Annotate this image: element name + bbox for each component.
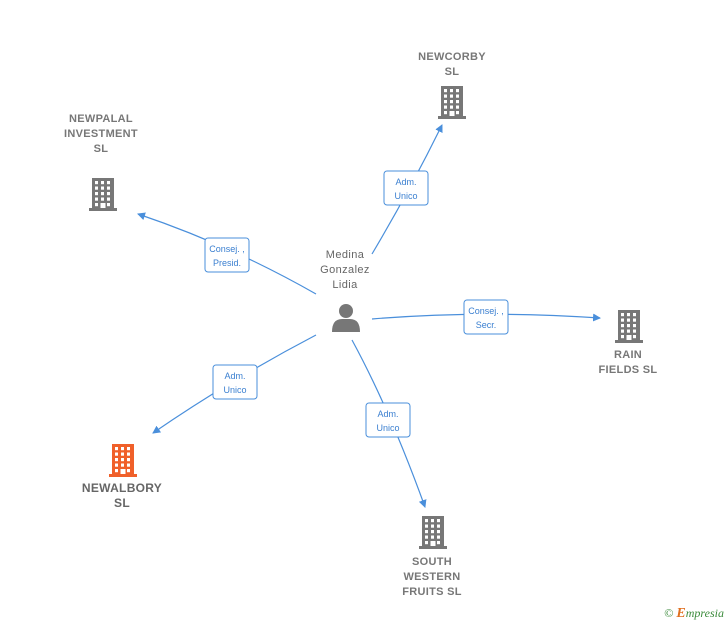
role-badge-newpalal[interactable]: Consej. , Presid.: [204, 237, 250, 273]
role-text: Presid.: [213, 258, 241, 268]
role-text: Adm.: [395, 177, 416, 187]
building-icon[interactable]: [89, 178, 117, 211]
company-label-newalbory[interactable]: SL: [114, 496, 130, 510]
company-label-newalbory[interactable]: NEWALBORY: [82, 481, 162, 495]
empresia-logo[interactable]: © Empresia: [664, 606, 724, 622]
company-label-rain-fields[interactable]: FIELDS SL: [599, 364, 658, 376]
company-label-newcorby[interactable]: SL: [445, 66, 460, 78]
role-text: Adm.: [377, 409, 398, 419]
center-person-label-line: Medina: [326, 249, 365, 261]
building-icon[interactable]: [615, 310, 643, 343]
building-icon[interactable]: [419, 516, 447, 549]
brand-initial: E: [676, 606, 686, 621]
role-text: Unico: [223, 385, 246, 395]
company-label-south-western[interactable]: WESTERN: [403, 571, 460, 583]
company-label-newpalal[interactable]: SL: [94, 143, 109, 155]
role-text: Unico: [376, 423, 399, 433]
role-badge-newcorby[interactable]: Adm. Unico: [383, 170, 429, 206]
company-label-south-western[interactable]: SOUTH: [412, 556, 452, 568]
brand-name: mpresia: [685, 606, 724, 620]
role-text: Secr.: [476, 320, 497, 330]
role-text: Consej. ,: [209, 244, 245, 254]
building-icon[interactable]: [109, 444, 137, 477]
role-badge-south-western[interactable]: Adm. Unico: [365, 402, 411, 438]
center-person-label-line: Lidia: [332, 279, 358, 291]
company-label-newpalal[interactable]: NEWPALAL: [69, 113, 133, 125]
company-label-rain-fields[interactable]: RAIN: [614, 349, 642, 361]
role-text: Adm.: [224, 371, 245, 381]
person-icon[interactable]: [332, 304, 360, 332]
copyright-symbol: ©: [664, 606, 674, 620]
role-badge-rain-fields[interactable]: Consej. , Secr.: [463, 299, 509, 335]
building-icon[interactable]: [438, 86, 466, 119]
company-label-newcorby[interactable]: NEWCORBY: [418, 51, 486, 63]
company-label-south-western[interactable]: FRUITS SL: [402, 586, 462, 598]
role-text: Unico: [394, 191, 417, 201]
company-label-newpalal[interactable]: INVESTMENT: [64, 128, 138, 140]
center-person-label-line: Gonzalez: [320, 264, 370, 276]
role-text: Consej. ,: [468, 306, 504, 316]
role-badge-newalbory[interactable]: Adm. Unico: [212, 364, 258, 400]
